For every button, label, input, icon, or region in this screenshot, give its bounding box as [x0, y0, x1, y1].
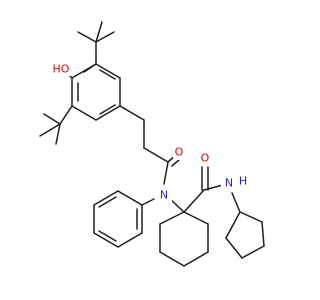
bond	[183, 251, 209, 267]
bond	[43, 113, 61, 125]
bond	[93, 232, 119, 248]
bond	[39, 123, 61, 137]
bond	[203, 184, 224, 191]
tertiary-amine-label: N	[160, 189, 168, 202]
bond	[55, 123, 61, 145]
bond	[98, 230, 117, 242]
bond	[71, 105, 97, 121]
bond	[93, 190, 119, 206]
bond	[71, 63, 97, 79]
bond	[159, 251, 185, 267]
bond	[225, 211, 241, 239]
bond	[241, 245, 265, 259]
bond	[59, 105, 73, 125]
carbonyl-oxygen-label: O	[175, 146, 184, 159]
bond	[239, 211, 263, 223]
bond	[77, 31, 97, 43]
bond	[171, 158, 181, 167]
bond	[117, 232, 143, 248]
bond	[183, 189, 205, 213]
bond	[99, 104, 116, 115]
bond	[95, 31, 115, 43]
bond	[183, 211, 209, 225]
secondary-amine-label: N	[225, 177, 233, 190]
bond	[169, 198, 185, 213]
bond	[95, 21, 103, 43]
bond-layer	[39, 21, 265, 267]
bond	[98, 196, 117, 208]
bond	[117, 190, 143, 206]
bond	[261, 221, 265, 247]
bond	[231, 192, 241, 213]
bond	[141, 198, 155, 206]
atom-label-layer: HO O N O N H	[50, 60, 251, 202]
bond	[159, 211, 185, 225]
amine-hydrogen-label: H	[239, 175, 247, 188]
bond	[163, 161, 169, 185]
bond	[95, 63, 121, 79]
bond	[99, 69, 116, 80]
molecule-structure: HO O N O N H	[39, 21, 265, 267]
carbonyl-oxygen-label: O	[201, 152, 210, 165]
bond	[95, 105, 121, 121]
bond	[143, 147, 169, 163]
bond	[225, 237, 243, 259]
hydroxyl-label: HO	[53, 63, 70, 76]
bond	[119, 105, 145, 121]
